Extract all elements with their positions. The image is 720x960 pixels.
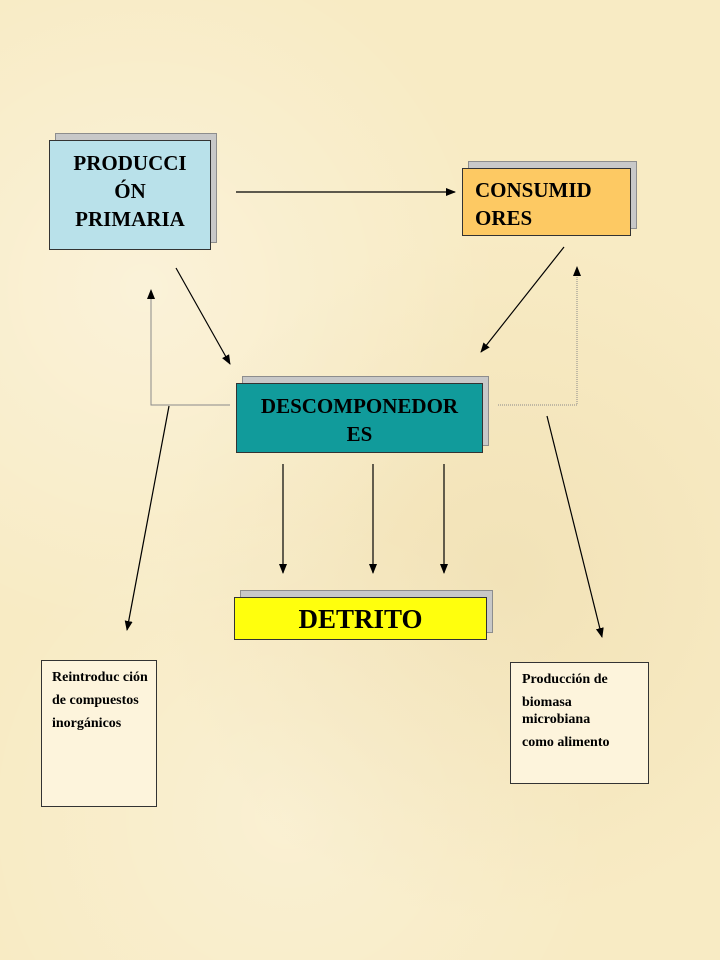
produccion-primaria-box: PRODUCCI ÓN PRIMARIA (49, 140, 211, 250)
consumidores-line-2: ORES (475, 206, 533, 230)
reintroduccion-line-2: de compuestos (52, 693, 139, 708)
consumidores-line-1: CONSUMID (475, 178, 592, 202)
produccion-biomasa-line-1: Producción de (522, 672, 608, 687)
produccion-biomasa-line-3: como alimento (522, 735, 610, 750)
consumidores-box: CONSUMID ORES (462, 168, 631, 236)
produccion-biomasa-line-2: biomasa microbiana (522, 695, 591, 727)
arrow-produccion-to-descomponedores (175, 267, 231, 365)
arrow-to-produccion-biomasa (546, 415, 604, 638)
detrito-box: DETRITO (234, 597, 487, 640)
feedback-to-consumidores (498, 266, 581, 406)
descomponedores-line-1: DESCOMPONEDOR (260, 394, 459, 418)
arrow-to-reintroduccion (124, 405, 170, 631)
descomponedores-line-2: ES (346, 422, 373, 446)
reintroduccion-line-3: inorgánicos (52, 716, 122, 731)
produccion-primaria-line-3: PRIMARIA (75, 207, 185, 231)
detrito-label: DETRITO (298, 604, 423, 634)
feedback-to-produccion (147, 289, 230, 406)
produccion-primaria-line-2: ÓN (114, 179, 146, 203)
produccion-biomasa-note: Producción de biomasa microbiana como al… (510, 662, 649, 784)
reintroduccion-note: Reintroduc ción de compuestos inorgánico… (41, 660, 157, 807)
produccion-primaria-line-1: PRODUCCI (73, 151, 187, 175)
arrow-consumidores-to-descomponedores (480, 246, 565, 353)
descomponedores-box: DESCOMPONEDOR ES (236, 383, 483, 453)
reintroduccion-line-1: Reintroduc ción (52, 670, 148, 685)
